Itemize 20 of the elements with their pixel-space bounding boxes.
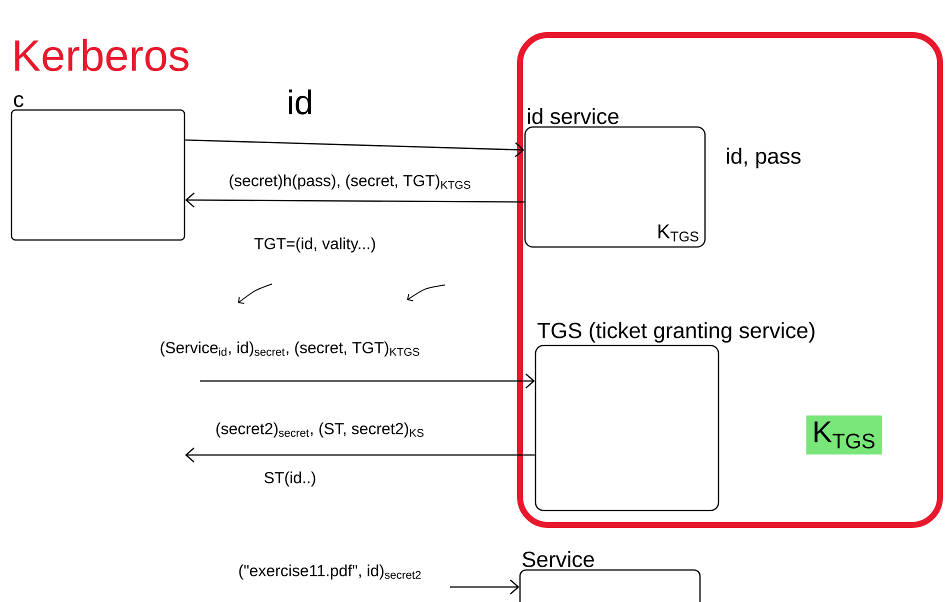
edge-label: (secret2)$_{secret}$, (ST, secret2)$_{KS}$	[214, 422, 426, 438]
key-label: K$_{TGS}$	[806, 416, 882, 454]
arrow	[185, 139, 524, 158]
note-label: TGT=(id, vality...)	[254, 238, 375, 252]
service-box: Service	[519, 551, 701, 602]
arrow	[200, 374, 535, 388]
client-box: c	[10, 95, 186, 241]
edge-label: (secret)h(pass), (secret, TGT)$_{KTGS}$	[228, 174, 472, 190]
arrow	[185, 448, 535, 462]
key-label: id, pass	[727, 148, 801, 168]
arrow	[185, 192, 524, 208]
arrow	[450, 580, 520, 594]
service-box: id service K$_{TGS}$	[524, 108, 706, 248]
edge-label: ("exercise11.pdf", id)$_{secret2}$	[237, 564, 423, 580]
node-label: Service	[522, 550, 594, 568]
edge-label: id	[286, 88, 314, 116]
title: Kerberos	[15, 38, 188, 72]
node-label: c	[14, 95, 24, 108]
note-label: ST(id..)	[264, 472, 316, 486]
edge-label: (Service$_{id}$, id)$_{secret}$, (secret, TGT)$_{KTGS}$	[158, 340, 422, 358]
